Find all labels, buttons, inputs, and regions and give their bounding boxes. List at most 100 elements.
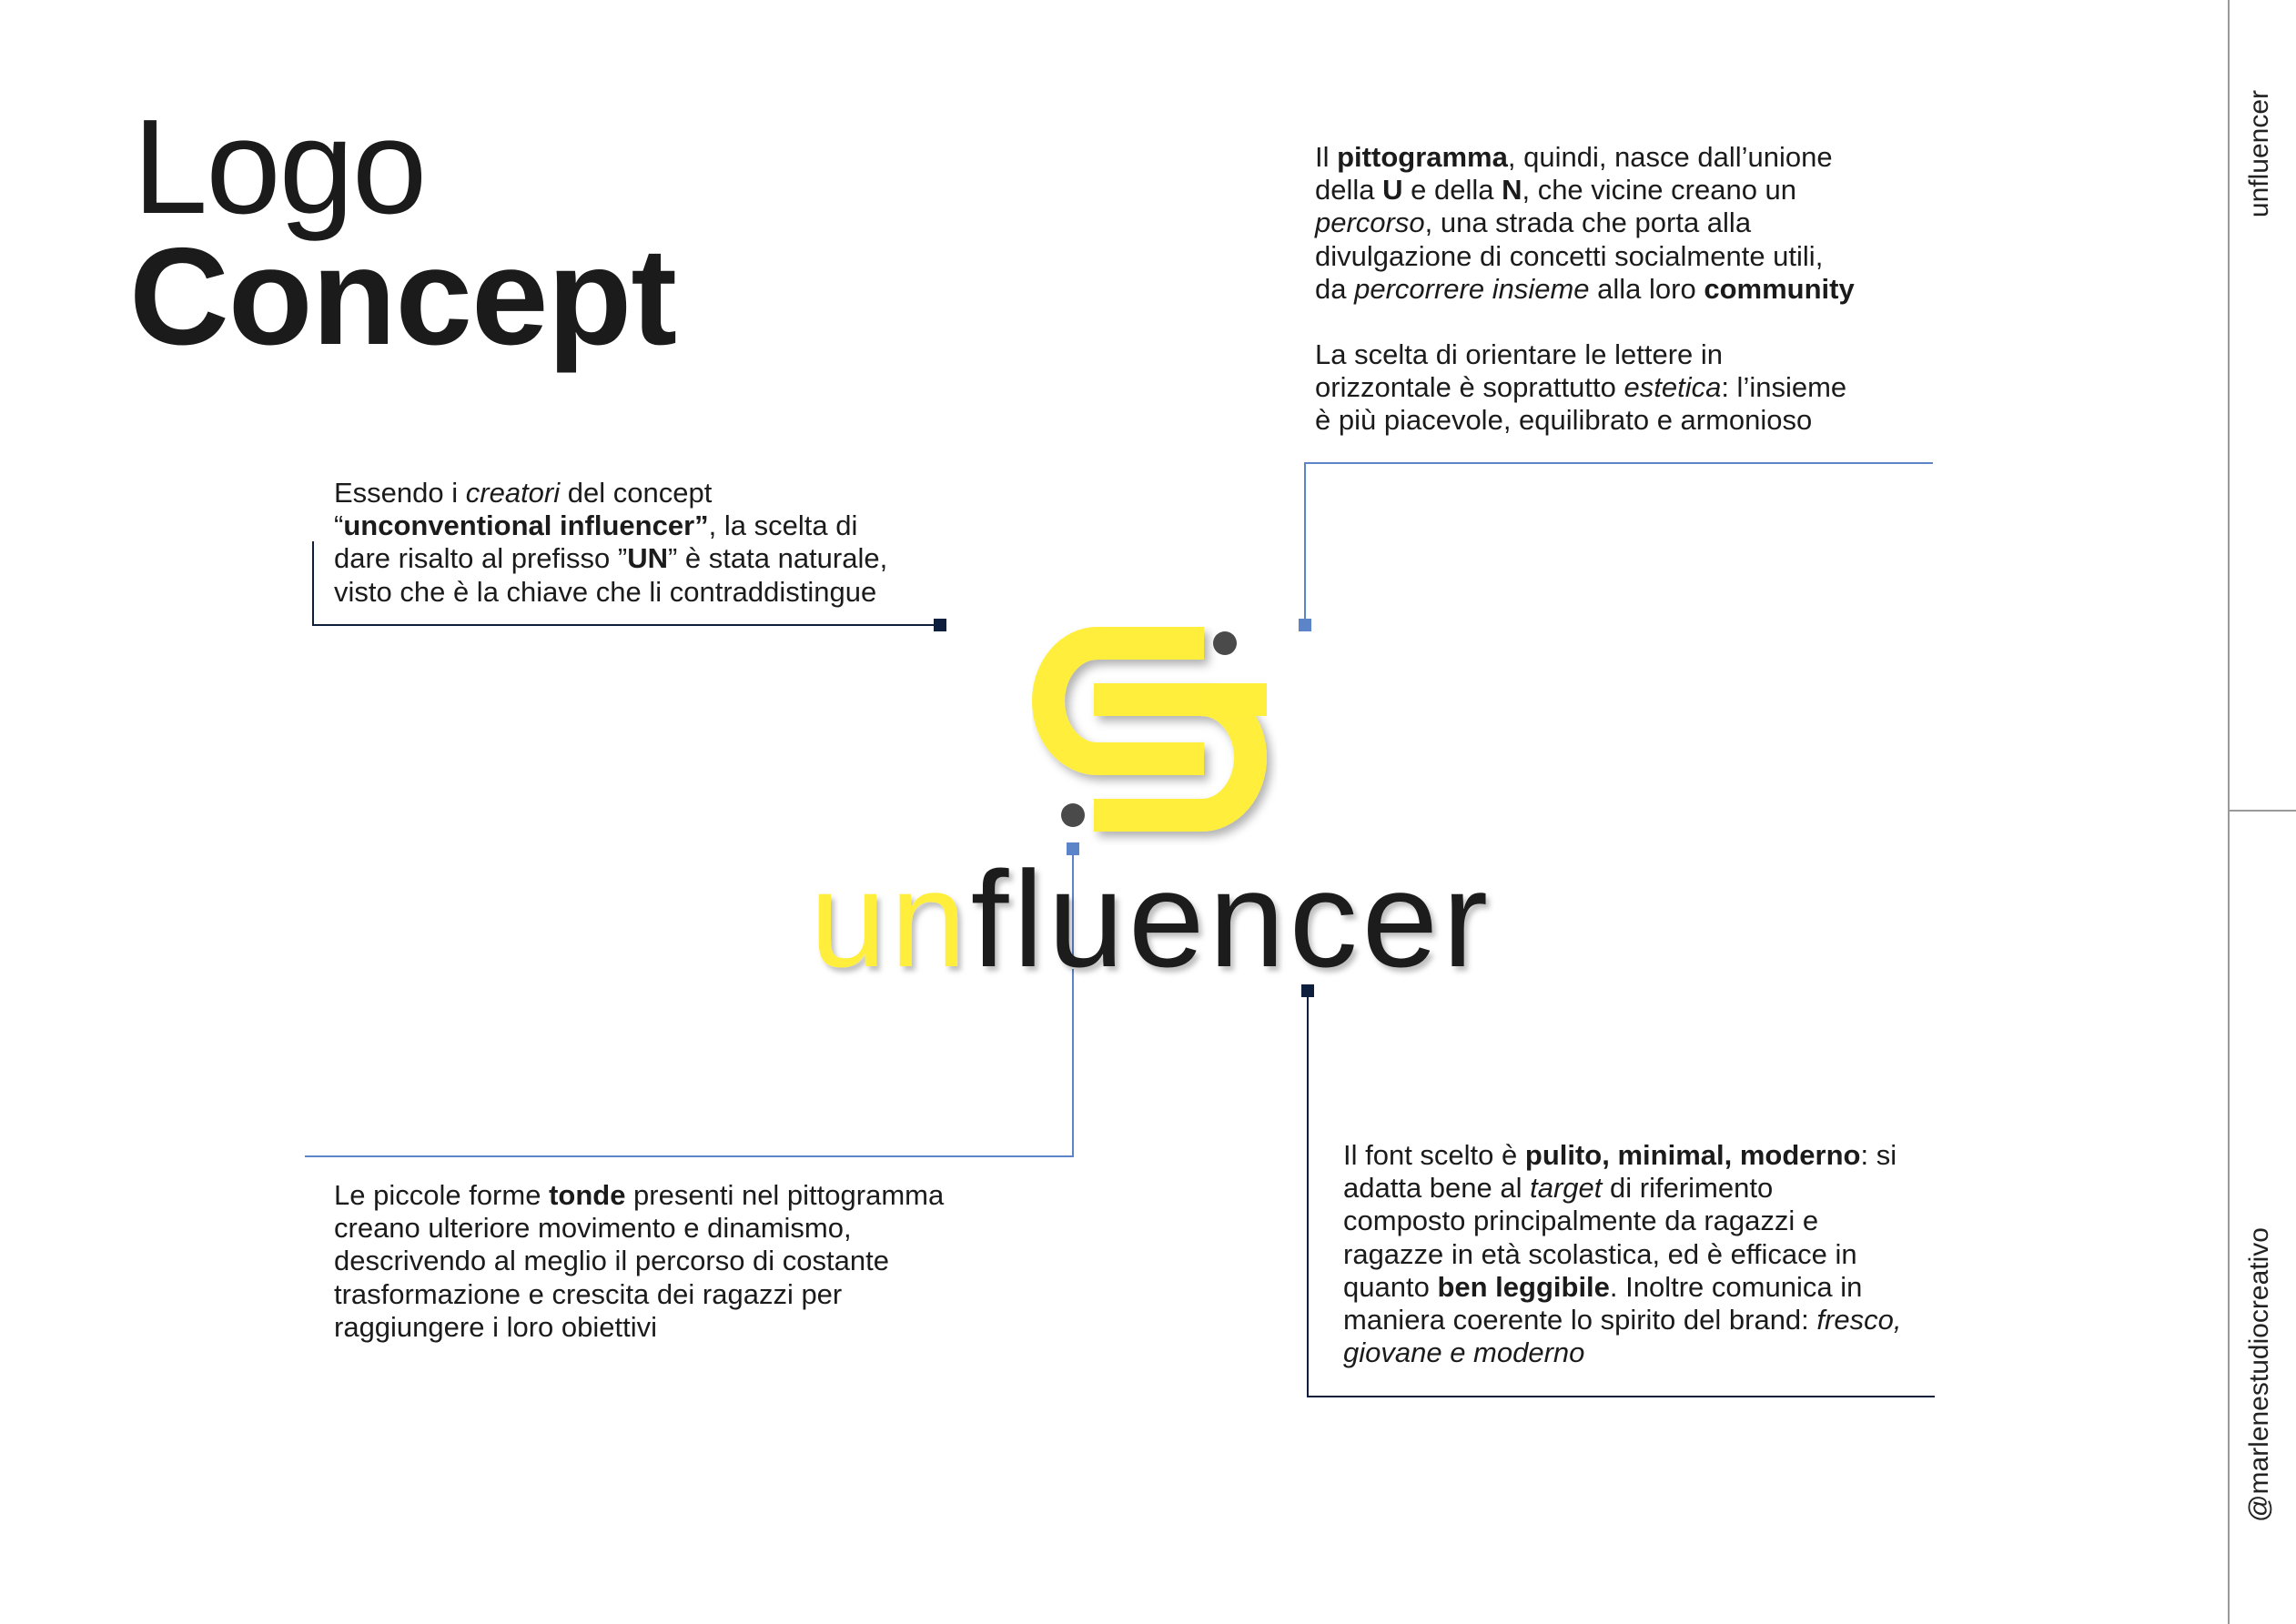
connector-line (312, 541, 314, 626)
connector-line (1072, 849, 1074, 958)
text-run: Il font scelto è (1343, 1139, 1525, 1171)
text-run: percorso (1315, 207, 1425, 239)
connector-line (305, 1155, 1074, 1157)
text-line: Il font scelto è pulito, minimal, modern… (1343, 1139, 1901, 1172)
connector-line (1307, 1396, 1935, 1397)
wordmark-suffix: fluencer (971, 846, 1488, 983)
text-line: “unconventional influencer”, la scelta d… (334, 509, 887, 542)
text-run: maniera coerente lo spirito del brand: (1343, 1304, 1817, 1337)
pictogram-upper-curve (1032, 627, 1204, 775)
text-run: , una strada che porta alla (1424, 207, 1752, 239)
text-run: dare risalto al prefisso ” (334, 542, 628, 575)
connector-line (1304, 462, 1306, 626)
text-run: del concept (560, 477, 713, 509)
pictogram-dot (1061, 803, 1085, 827)
text-line: adatta bene al target di riferimento (1343, 1172, 1901, 1205)
text-line: dare risalto al prefisso ”UN” è stata na… (334, 542, 887, 575)
text-line: raggiungere i loro obiettivi (334, 1311, 944, 1344)
text-run: community (1704, 272, 1855, 305)
text-run: U (1382, 174, 1403, 207)
text-line: quanto ben leggibile. Inoltre comunica i… (1343, 1271, 1901, 1304)
side-tick (2229, 810, 2296, 812)
text-line: Le piccole forme tonde presenti nel pitt… (334, 1179, 944, 1212)
wordmark-prefix: un (810, 846, 966, 983)
text-run: Essendo i (334, 477, 466, 509)
text-run: adatta bene al (1343, 1172, 1531, 1205)
text-run: ben leggibile (1437, 1270, 1610, 1303)
text-line: creano ulteriore movimento e dinamismo, (334, 1212, 944, 1245)
pictogram-dot (1213, 631, 1237, 655)
text-run: : l’insieme (1721, 371, 1847, 404)
text-line: è più piacevole, equilibrato e armonioso (1315, 404, 1855, 437)
text-run: quanto (1343, 1270, 1438, 1303)
text-block-shapes: Le piccole forme tonde presenti nel pitt… (334, 1179, 944, 1344)
text-run: , quindi, nasce dall’unione (1507, 141, 1833, 173)
text-line: percorso, una strada che porta alla (1315, 207, 1855, 239)
text-run: di riferimento (1602, 1172, 1774, 1205)
text-run: La scelta di orientare le lettere in (1315, 338, 1724, 371)
text-run: raggiungere i loro obiettivi (334, 1310, 657, 1343)
text-run: UN (627, 542, 668, 575)
text-run: della (1315, 174, 1383, 207)
logo-wordmark: unfluencer (810, 846, 1488, 983)
text-run: creatori (465, 477, 561, 509)
text-run: pulito, minimal, moderno (1524, 1139, 1861, 1171)
text-run: fresco, (1816, 1304, 1902, 1337)
side-brand-label: unfluencer (2244, 89, 2274, 218)
text-run: Le piccole forme (334, 1179, 550, 1211)
text-run: divulgazione di concetti socialmente uti… (1315, 239, 1824, 272)
text-run: estetica (1623, 371, 1722, 404)
text-run: orizzontale è soprattutto (1315, 371, 1624, 404)
text-run: visto che è la chiave che li contraddist… (334, 575, 877, 608)
connector-line (1072, 969, 1074, 1157)
text-line: descrivendo al meglio il percorso di cos… (334, 1245, 944, 1277)
text-run: ragazze in età scolastica, ed è efficace… (1343, 1237, 1857, 1270)
text-run: Il (1315, 141, 1338, 173)
text-block-pictogram: Il pittogramma, quindi, nasce dall’union… (1315, 141, 1855, 438)
text-block-font: Il font scelto è pulito, minimal, modern… (1343, 1139, 1901, 1369)
text-run: percorrere insieme (1354, 272, 1590, 305)
text-run: N (1502, 174, 1522, 207)
text-line: orizzontale è soprattutto estetica: l’in… (1315, 371, 1855, 404)
text-line: composto principalmente da ragazzi e (1343, 1205, 1901, 1237)
text-run: presenti nel pittogramma (625, 1179, 945, 1211)
connector-marker (934, 619, 946, 631)
text-line: La scelta di orientare le lettere in (1315, 338, 1855, 371)
side-divider (2228, 0, 2230, 1624)
text-run: ” è stata naturale, (667, 542, 888, 575)
text-run: pittogramma (1337, 141, 1508, 173)
text-run: composto principalmente da ragazzi e (1343, 1205, 1819, 1237)
text-run: . Inoltre comunica in (1609, 1270, 1863, 1303)
text-run: giovane e moderno (1343, 1337, 1585, 1369)
text-run: , la scelta di (708, 509, 858, 542)
text-run: tonde (549, 1179, 626, 1211)
text-run: trasformazione e crescita dei ragazzi pe… (334, 1277, 843, 1310)
connector-line (1307, 991, 1309, 1397)
logo-pictogram (1032, 627, 1267, 832)
text-line: maniera coerente lo spirito del brand: f… (1343, 1304, 1901, 1337)
paragraph-gap (1315, 306, 1855, 338)
text-line: ragazze in età scolastica, ed è efficace… (1343, 1238, 1901, 1271)
text-line: Il pittogramma, quindi, nasce dall’union… (1315, 141, 1855, 174)
text-run: descrivendo al meglio il percorso di cos… (334, 1245, 889, 1277)
text-run: e della (1402, 174, 1502, 207)
text-line: da percorrere insieme alla loro communit… (1315, 273, 1855, 306)
text-line: della U e della N, che vicine creano un (1315, 174, 1855, 207)
text-line: Essendo i creatori del concept (334, 477, 887, 509)
svg-text:unfluencer: unfluencer (810, 846, 1488, 983)
side-handle-label: @marlenestudiocreativo (2244, 1227, 2274, 1522)
text-run: è più piacevole, equilibrato e armonioso (1315, 404, 1813, 437)
text-line: divulgazione di concetti socialmente uti… (1315, 240, 1855, 273)
connector-line (312, 624, 940, 626)
connector-marker (1299, 619, 1311, 631)
text-run: da (1315, 272, 1355, 305)
text-run: “ (334, 509, 344, 542)
text-line: giovane e moderno (1343, 1337, 1901, 1369)
title-concept: Concept (129, 219, 677, 374)
text-run: , che vicine creano un (1522, 174, 1797, 207)
pictogram-bar (1201, 683, 1267, 716)
text-run: target (1530, 1172, 1603, 1205)
title-logo: Logo (133, 92, 427, 242)
connector-line (1305, 462, 1933, 464)
text-run: unconventional influencer” (343, 509, 709, 542)
